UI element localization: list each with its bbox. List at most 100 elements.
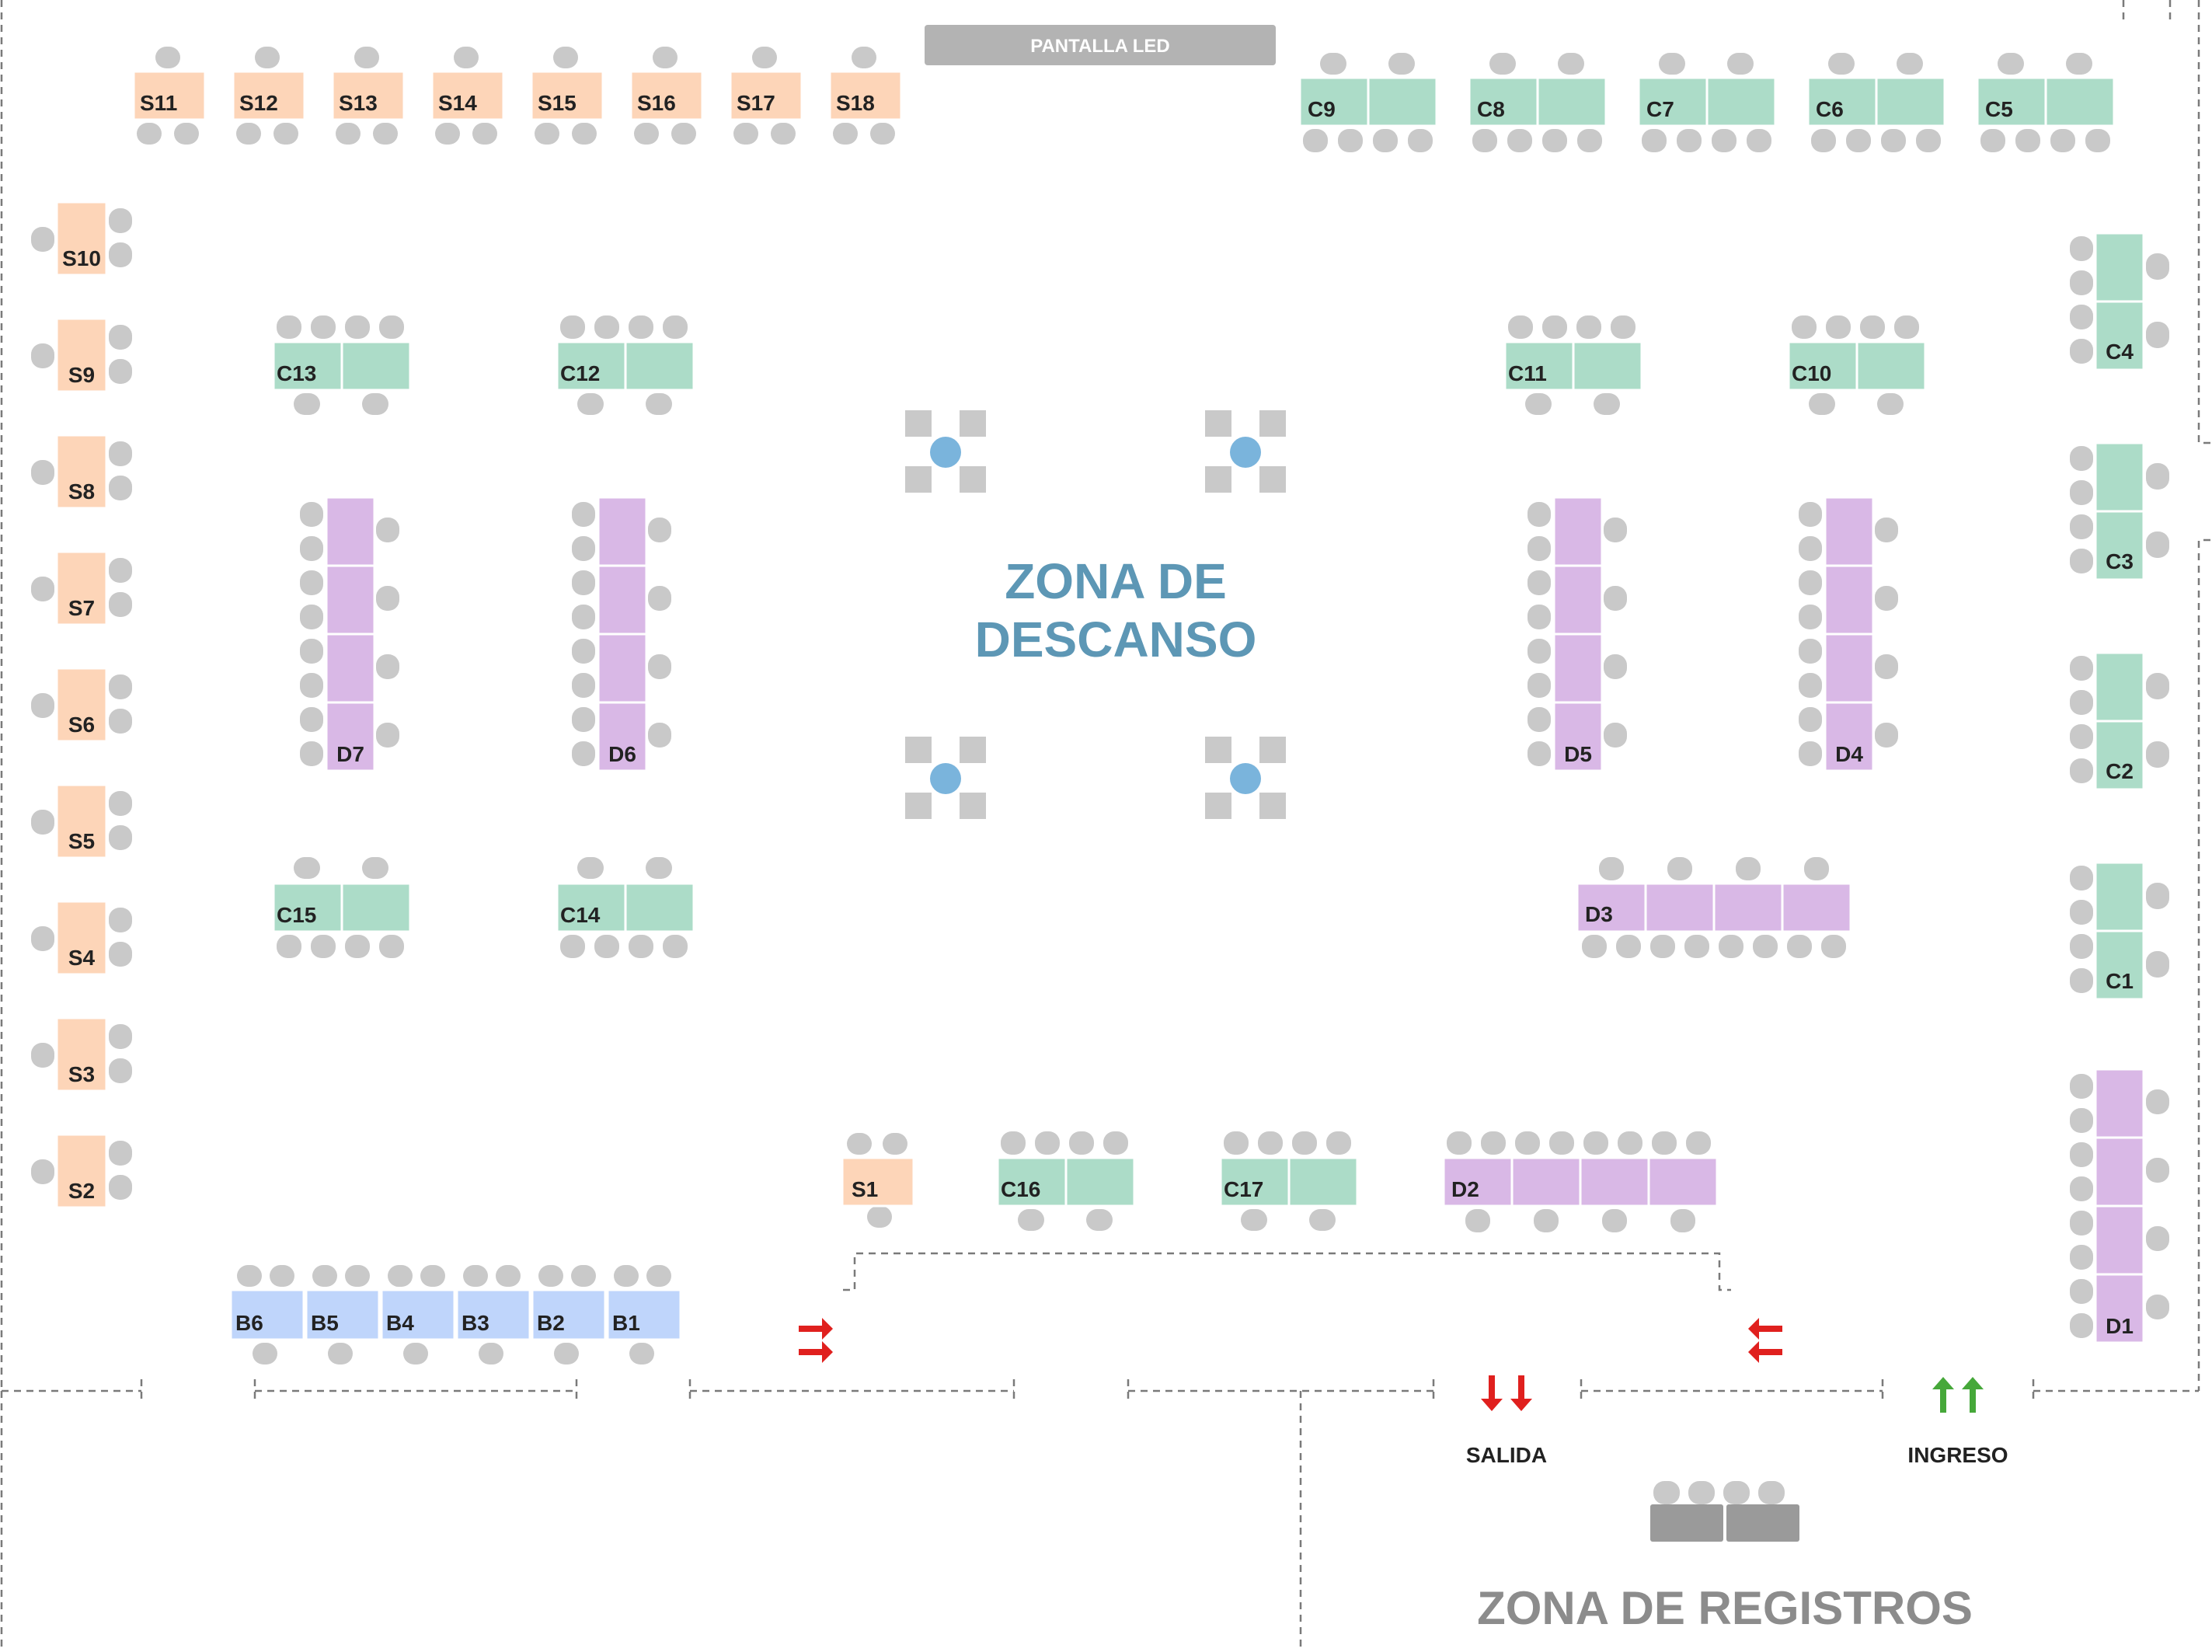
chair [109, 825, 132, 850]
chair [2070, 656, 2093, 681]
chair [109, 242, 132, 267]
table-label: S8 [68, 479, 95, 504]
chair [2070, 1142, 2093, 1167]
lounge-table [1230, 763, 1261, 794]
table-segment [2094, 651, 2145, 723]
chair [2070, 1176, 2093, 1201]
chair [300, 502, 323, 527]
table-label: S17 [737, 91, 775, 115]
chair [376, 518, 399, 542]
chair [1303, 129, 1328, 152]
chair [479, 1343, 503, 1364]
chair [362, 857, 388, 879]
chair [1472, 129, 1497, 152]
chair [771, 123, 796, 145]
table-segment [2094, 232, 2145, 303]
table-segment [1510, 1156, 1582, 1208]
chair [1465, 1209, 1490, 1232]
table-segment [455, 1288, 531, 1341]
chair [1916, 129, 1941, 152]
chair [572, 570, 595, 595]
chair [1594, 393, 1620, 415]
table-segment [232, 70, 306, 121]
entry-arrow-icon [1932, 1377, 1954, 1413]
chair [1659, 53, 1685, 75]
lounge-seat [1205, 737, 1231, 763]
chair [833, 123, 858, 145]
chair [2070, 724, 2093, 749]
chair [572, 673, 595, 698]
chair [2070, 270, 2093, 295]
table-label: B3 [462, 1311, 489, 1335]
chair [1846, 129, 1871, 152]
chair [572, 707, 595, 732]
chair [1001, 1131, 1026, 1155]
chair [1894, 315, 1919, 339]
chair [1792, 315, 1817, 339]
table-label: S18 [836, 91, 875, 115]
chair [1799, 707, 1822, 732]
table-segment [2094, 441, 2145, 513]
chair [648, 586, 671, 611]
chair [300, 707, 323, 732]
led-screen-bar [925, 25, 1276, 65]
table-label: S10 [62, 246, 101, 270]
chair [31, 810, 54, 835]
chair [1527, 570, 1551, 595]
wall-registration-zone [0, 1391, 1302, 1652]
chair [109, 476, 132, 500]
chair [1507, 129, 1532, 152]
chair [1747, 129, 1771, 152]
chair [312, 1265, 337, 1287]
chair [2146, 253, 2169, 280]
chair [1018, 1209, 1044, 1231]
chair [1712, 129, 1737, 152]
led-screen-label: PANTALLA LED [1030, 36, 1170, 57]
wall-bottom [2, 1379, 2199, 1403]
chair [1527, 502, 1551, 527]
chair [648, 723, 671, 748]
chair [109, 558, 132, 583]
chair [2070, 339, 2093, 364]
table-label: D5 [1564, 742, 1592, 766]
table-label: D6 [608, 742, 636, 766]
table-segment [841, 1156, 915, 1208]
chair [1035, 1131, 1060, 1155]
chair [1577, 129, 1602, 152]
table-label: S1 [852, 1177, 878, 1201]
chair [1602, 1209, 1627, 1232]
chair [1103, 1131, 1128, 1155]
table-segment [1552, 701, 1604, 772]
chair [2015, 129, 2040, 152]
chair [2070, 1211, 2093, 1236]
chair [1897, 53, 1923, 75]
chair [648, 518, 671, 542]
chair [2070, 1279, 2093, 1304]
chair [1069, 1131, 1094, 1155]
table-label: D7 [336, 742, 364, 766]
chair [1787, 935, 1812, 958]
table-label: C11 [1508, 361, 1547, 385]
chair [1811, 129, 1836, 152]
chair [1086, 1209, 1113, 1231]
table-segment [1781, 882, 1852, 933]
wall-top-right [2122, 0, 2172, 20]
table-segment [2044, 76, 2116, 127]
table-segment [556, 882, 627, 933]
chair [109, 674, 132, 699]
chair [1799, 673, 1822, 698]
chair [1875, 723, 1898, 748]
table-label: D2 [1451, 1177, 1479, 1201]
table-label: C15 [277, 903, 316, 927]
table-label: S3 [68, 1062, 95, 1086]
chair [671, 123, 696, 145]
chair [472, 123, 497, 145]
chair [752, 47, 777, 68]
chair [1667, 857, 1692, 880]
chair [109, 359, 132, 384]
table-segment [624, 340, 695, 392]
chair [1373, 129, 1398, 152]
chair [1875, 518, 1898, 542]
chair [733, 123, 758, 145]
table-label: B6 [235, 1311, 263, 1335]
